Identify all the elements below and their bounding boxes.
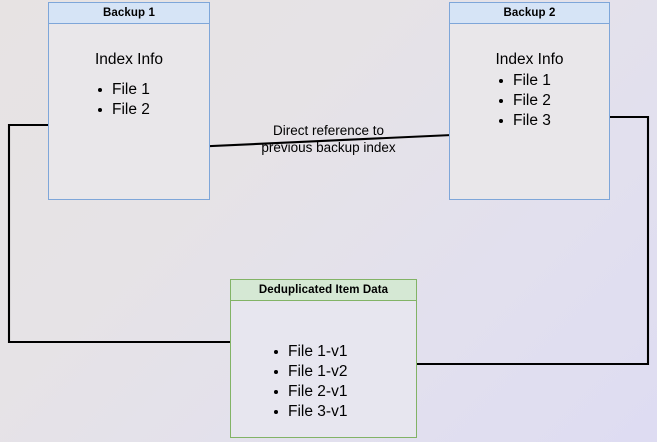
backup1-index-label: Index Info [94, 51, 164, 68]
dedup-item-label: File 1-v2 [288, 363, 348, 380]
list-item: File 2 [97, 100, 150, 120]
caption-line-1: Direct reference to [272, 123, 385, 138]
bullet-icon [499, 99, 503, 103]
dedup-item-label: File 3-v1 [288, 403, 348, 420]
bullet-icon [98, 108, 102, 112]
backup2-item-label: File 3 [513, 112, 551, 129]
list-item: File 1-v2 [273, 362, 347, 382]
list-item: File 2 [498, 91, 551, 111]
dedup-item-list: File 1-v1 File 1-v2 File 2-v1 File 3-v1 [273, 342, 347, 422]
backup1-item-label: File 1 [112, 81, 150, 98]
dedup-item-label: File 2-v1 [288, 383, 348, 400]
bullet-icon [499, 79, 503, 83]
backup2-body: Index Info File 1 File 2 File 3 [450, 24, 609, 199]
backup2-box[interactable]: Backup 2 Index Info File 1 File 2 File 3 [449, 2, 610, 200]
backup1-item-list: File 1 File 2 [97, 80, 150, 120]
dedup-title: Deduplicated Item Data [231, 280, 416, 301]
list-item: File 2-v1 [273, 382, 347, 402]
direct-reference-caption: Direct reference to previous backup inde… [247, 122, 410, 156]
caption-line-2: previous backup index [261, 140, 396, 155]
backup2-index-label: Index Info [495, 51, 564, 68]
dedup-body: File 1-v1 File 1-v2 File 2-v1 File 3-v1 [231, 301, 416, 437]
bullet-icon [499, 119, 503, 123]
list-item: File 3-v1 [273, 402, 347, 422]
backup1-title: Backup 1 [49, 3, 209, 24]
bullet-icon [274, 350, 278, 354]
deduplicated-item-data-box[interactable]: Deduplicated Item Data File 1-v1 File 1-… [230, 279, 417, 438]
list-item: File 1 [498, 71, 551, 91]
list-item: File 3 [498, 111, 551, 131]
backup2-item-list: File 1 File 2 File 3 [498, 71, 551, 131]
backup1-box[interactable]: Backup 1 Index Info File 1 File 2 [48, 2, 210, 200]
backup1-item-label: File 2 [112, 101, 150, 118]
backup1-body: Index Info File 1 File 2 [49, 24, 209, 199]
bullet-icon [274, 390, 278, 394]
dedup-item-label: File 1-v1 [288, 343, 348, 360]
bullet-icon [274, 370, 278, 374]
bullet-icon [274, 410, 278, 414]
list-item: File 1-v1 [273, 342, 347, 362]
list-item: File 1 [97, 80, 150, 100]
backup2-title: Backup 2 [450, 3, 609, 24]
backup2-item-label: File 1 [513, 72, 551, 89]
backup2-item-label: File 2 [513, 92, 551, 109]
bullet-icon [98, 88, 102, 92]
